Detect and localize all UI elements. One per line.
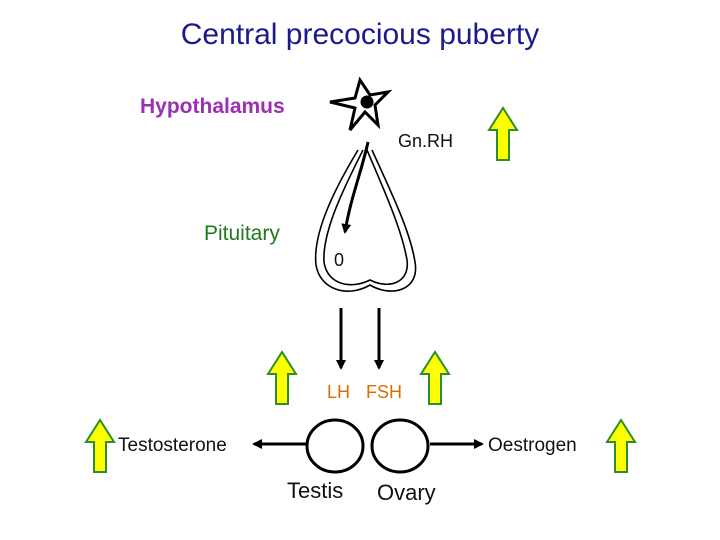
pituitary-label: Pituitary (204, 222, 280, 245)
gnrh-arrow (341, 141, 370, 234)
ovary-circle (370, 418, 430, 474)
testis-label: Testis (287, 478, 343, 503)
fsh-label: FSH (366, 382, 402, 402)
testosterone-label: Testosterone (118, 435, 227, 456)
gnrh-label: Gn.RH (398, 131, 453, 151)
ovary-label: Ovary (377, 480, 436, 505)
increase-arrow-icon (605, 418, 637, 473)
increase-arrow-icon (266, 350, 298, 405)
pituitary-mark: 0 (334, 250, 344, 270)
increase-arrow-icon (419, 350, 451, 405)
lh-label: LH (327, 382, 350, 402)
pituitary-gland (314, 149, 417, 292)
page-title: Central precocious puberty (181, 18, 540, 51)
oestrogen-label: Oestrogen (488, 435, 577, 456)
hypothalamus-label: Hypothalamus (140, 95, 285, 118)
neuron-icon (329, 76, 393, 131)
increase-arrow-icon (487, 106, 519, 161)
increase-arrow-icon (84, 418, 116, 473)
testis-circle (305, 418, 365, 474)
